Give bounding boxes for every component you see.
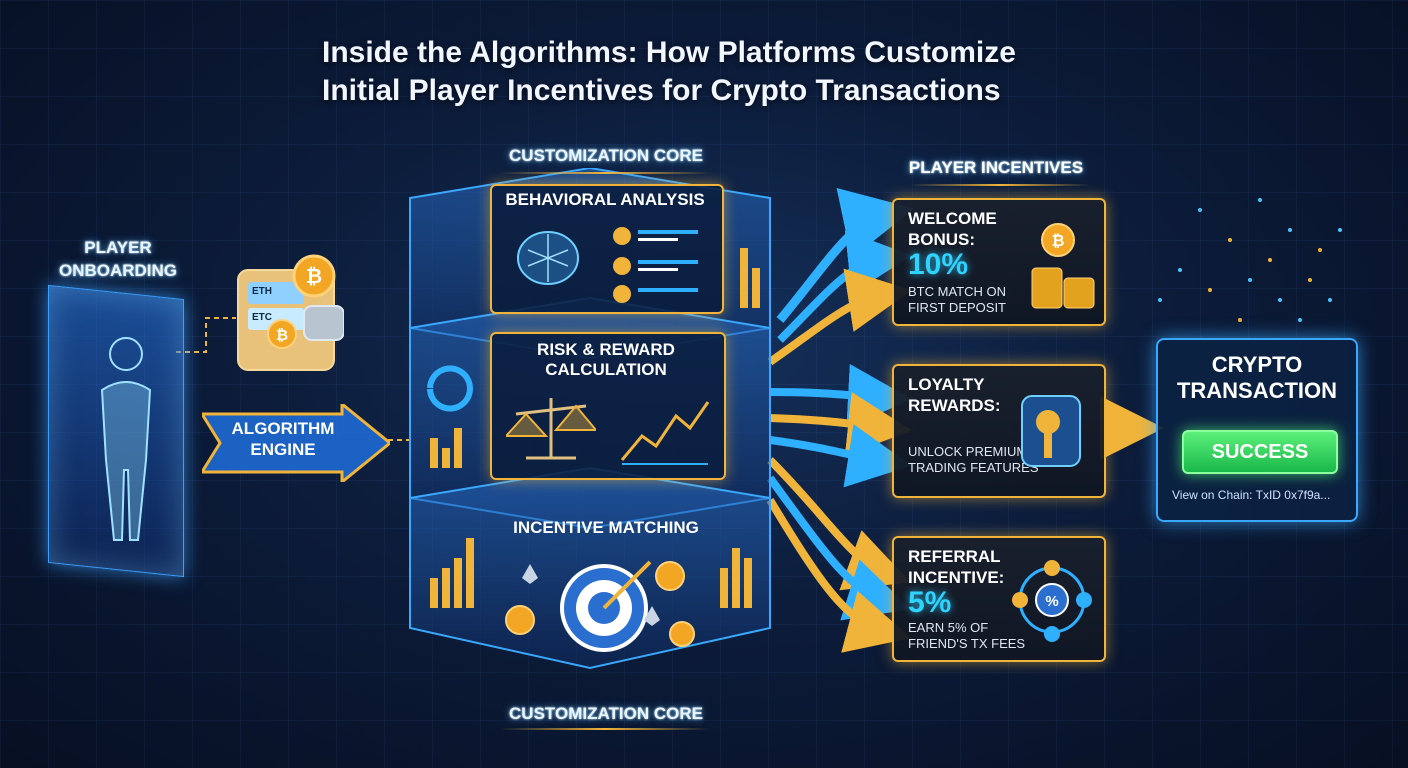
line-chart-icon [620, 401, 710, 465]
balance-scale-icon [506, 398, 596, 460]
page-title: Inside the Algorithms: How Platforms Cus… [322, 34, 1122, 110]
crypto-transaction-title: CRYPTO TRANSACTION [1176, 352, 1338, 403]
svg-text:₿: ₿ [306, 266, 322, 288]
algorithm-engine-arrow [202, 404, 390, 482]
behavioral-analysis-title: BEHAVIORAL ANALYSIS [505, 190, 705, 209]
risk-reward-title: RISK & REWARD CALCULATION [537, 340, 675, 379]
wallet-token-2: ETC [252, 312, 272, 323]
svg-text:₿: ₿ [276, 327, 288, 344]
risk-reward-panel [490, 332, 726, 480]
svg-text:₿: ₿ [1051, 232, 1064, 250]
behavioral-analysis-panel [490, 184, 724, 314]
view-on-chain-link[interactable]: View on Chain: TxID 0x7f9a... [1172, 488, 1331, 502]
key-lock-icon [1021, 395, 1081, 467]
flow-gold-4 [766, 497, 912, 653]
referral-incentive-card: REFERRAL INCENTIVE: 5% EARN 5% OF FRIEND… [892, 536, 1106, 662]
crypto-transaction-card: CRYPTO TRANSACTION SUCCESS View on Chain… [1156, 338, 1358, 522]
incentive-matching-title: INCENTIVE MATCHING [513, 518, 699, 537]
flow-blue-3 [769, 363, 912, 428]
page-title-line-2: Initial Player Incentives for Crypto Tra… [322, 74, 1001, 107]
wallet-token-1: ETH [252, 286, 272, 297]
customization-core-label-top: CUSTOMIZATION CORE [509, 146, 703, 165]
svg-text:%: % [1045, 593, 1058, 610]
ethereum-icon [522, 564, 538, 584]
flow-blue-1 [776, 188, 915, 323]
welcome-bonus-title: WELCOME BONUS: [908, 209, 997, 249]
algorithm-engine-label: ALGORITHM ENGINE [231, 419, 335, 459]
flow-blue-2 [777, 230, 912, 343]
loyalty-rewards-desc: UNLOCK PREMIUM TRADING FEATURES [908, 444, 1039, 475]
flow-blue-4 [769, 424, 912, 488]
flow-gold-1 [767, 268, 912, 366]
player-incentives-header: PLAYER INCENTIVES [908, 158, 1084, 177]
wallet-icon: ₿ ₿ [237, 254, 344, 371]
loyalty-rewards-card: LOYALTY REWARDS: UNLOCK PREMIUM TRADING … [892, 364, 1106, 498]
welcome-bonus-desc: BTC MATCH ON FIRST DEPOSIT [908, 284, 1006, 315]
welcome-bonus-value: 10% [908, 248, 969, 281]
percent-network-icon: % [1012, 560, 1092, 642]
referral-incentive-value: 5% [908, 586, 952, 619]
referral-incentive-title: REFERRAL INCENTIVE: [908, 547, 1005, 587]
incentives-header-underline [910, 184, 1090, 186]
welcome-bonus-card: WELCOME BONUS: 10% BTC MATCH ON FIRST DE… [892, 198, 1106, 326]
wallet-link [176, 317, 236, 353]
flow-gold-2 [769, 391, 912, 456]
page-title-line-1: Inside the Algorithms: How Platforms Cus… [322, 36, 1016, 69]
player-onboarding-label: PLAYER ONBOARDING [58, 238, 178, 280]
success-status-button[interactable]: SUCCESS [1182, 430, 1338, 474]
coin-stack-icon: ₿ [1031, 223, 1095, 309]
referral-incentive-desc: EARN 5% OF FRIEND'S TX FEES [908, 620, 1026, 651]
customization-core-label-bottom: CUSTOMIZATION CORE [509, 704, 703, 723]
core-label-underline-top [500, 172, 710, 174]
brain-network-icon [517, 231, 579, 285]
user-profile-icon [613, 227, 698, 303]
loyalty-rewards-title: LOYALTY REWARDS: [908, 375, 1001, 415]
person-hologram-icon [100, 337, 152, 541]
particle-cloud [1158, 198, 1342, 322]
core-label-underline-bottom [500, 728, 710, 730]
target-icon [505, 560, 695, 652]
